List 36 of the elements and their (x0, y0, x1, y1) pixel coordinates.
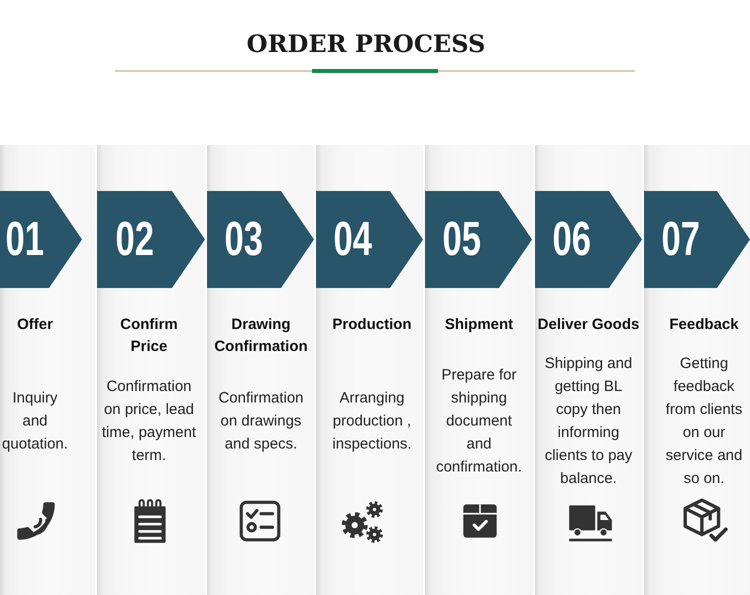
chevron-banner (207, 191, 314, 288)
step-number: 02 (115, 216, 154, 264)
step-number: 06 (552, 216, 592, 264)
step-description: Confirmation on price, lead time, payment term. (100, 377, 198, 466)
step-number: 04 (334, 216, 372, 264)
step-heading: Feedback (668, 315, 740, 335)
column-panel (425, 145, 533, 595)
step-number: 07 (661, 216, 700, 264)
column-panel (0, 145, 95, 595)
step-heading: Offer (16, 315, 54, 335)
title: ORDER PROCESS (246, 29, 486, 59)
step-heading: Drawing Confirmation (213, 315, 309, 357)
step-number: 03 (224, 216, 264, 264)
column-panel (207, 145, 314, 595)
step-heading: Deliver Goods (536, 315, 640, 335)
column-panel (535, 145, 642, 595)
step-description: Prepare for shipping document and confirmation. (435, 366, 523, 478)
chevron-banner (644, 191, 750, 288)
chevron-banner (535, 191, 642, 288)
step-description: Shipping and getting BL copy then informing clients to pay balance. (544, 354, 634, 489)
column-panel (644, 145, 750, 595)
step-description: Confirmation on drawings and specs. (217, 388, 305, 454)
chevron-banner (0, 191, 82, 288)
column-panel (316, 145, 423, 595)
chevron-banner (425, 191, 532, 288)
chevron-banner (97, 191, 205, 288)
step-description: Inquiry and quotation. (1, 388, 69, 454)
chevron-banner (316, 191, 423, 288)
step-heading: Confirm Price (119, 315, 179, 357)
step-heading: Production (331, 315, 413, 335)
step-description: Getting feedback from clients on our service and so on. (664, 354, 744, 489)
step-number: 05 (442, 216, 482, 264)
column-panel (97, 145, 205, 595)
step-description: Arranging production , inspections. (331, 388, 413, 454)
step-number: 01 (5, 216, 44, 264)
step-heading: Shipment (444, 315, 514, 335)
